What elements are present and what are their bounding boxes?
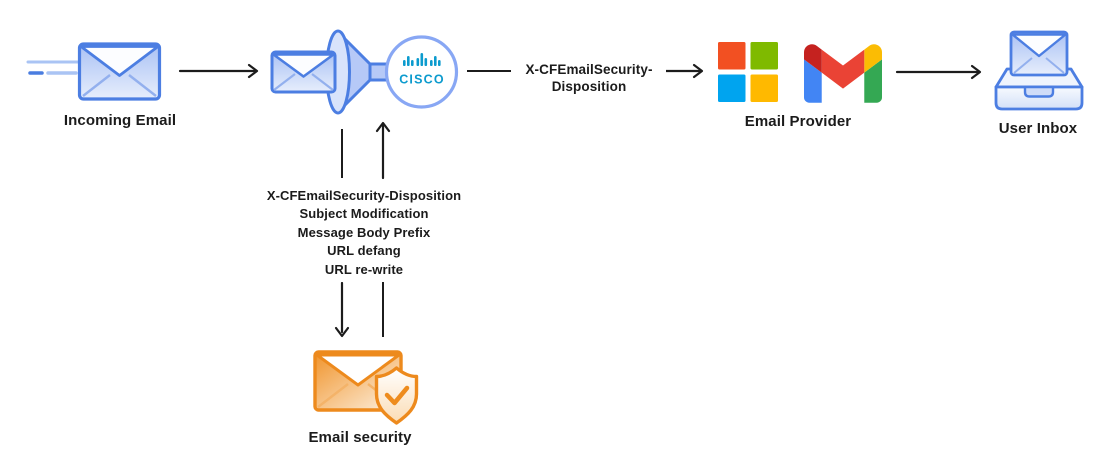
shield-check-icon bbox=[374, 366, 419, 425]
inbox-envelope-icon bbox=[1009, 30, 1069, 77]
email-provider-label: Email Provider bbox=[744, 113, 852, 130]
cisco-wordmark: CISCO bbox=[399, 73, 445, 87]
speed-lines-icon bbox=[26, 60, 80, 75]
disposition-header-line1: X-CFEmailSecurity- bbox=[525, 62, 653, 77]
user-inbox-icon bbox=[994, 30, 1084, 111]
filtered-email-icon bbox=[270, 50, 337, 94]
arrow-security-to-gateway bbox=[375, 121, 391, 180]
security-feedback-list: X-CFEmailSecurity-Disposition Subject Mo… bbox=[252, 187, 476, 279]
disposition-header-label: X-CFEmailSecurity- Disposition bbox=[503, 61, 675, 95]
incoming-email-label: Incoming Email bbox=[63, 112, 177, 129]
feedback-item-url-rewrite: URL re-write bbox=[324, 261, 404, 277]
feedback-item-disposition: X-CFEmailSecurity-Disposition bbox=[266, 188, 462, 203]
arrow-incoming-to-gateway bbox=[178, 63, 259, 79]
cisco-logo-icon: CISCO bbox=[384, 35, 459, 109]
arrow-gateway-to-provider-line bbox=[467, 70, 511, 72]
feedback-item-subject-modification: Subject Modification bbox=[299, 206, 429, 222]
line-gateway-to-security-top bbox=[341, 129, 343, 178]
microsoft-logo-icon bbox=[718, 42, 778, 102]
email-security-icon bbox=[313, 350, 419, 425]
email-security-label: Email security bbox=[308, 429, 412, 446]
arrow-provider-to-inbox bbox=[895, 64, 982, 80]
secure-email-gateway-icon: CISCO bbox=[270, 29, 459, 115]
user-inbox-label: User Inbox bbox=[998, 120, 1078, 137]
arrow-gateway-to-provider-head bbox=[666, 63, 704, 79]
disposition-header-line2: Disposition bbox=[551, 79, 627, 94]
incoming-email-icon bbox=[26, 42, 162, 101]
arrow-gateway-to-security bbox=[334, 282, 350, 338]
feedback-item-url-defang: URL defang bbox=[327, 243, 401, 259]
gmail-logo-icon bbox=[804, 44, 882, 103]
feedback-item-message-body-prefix: Message Body Prefix bbox=[297, 224, 431, 240]
line-security-to-gateway-bottom bbox=[382, 282, 384, 337]
